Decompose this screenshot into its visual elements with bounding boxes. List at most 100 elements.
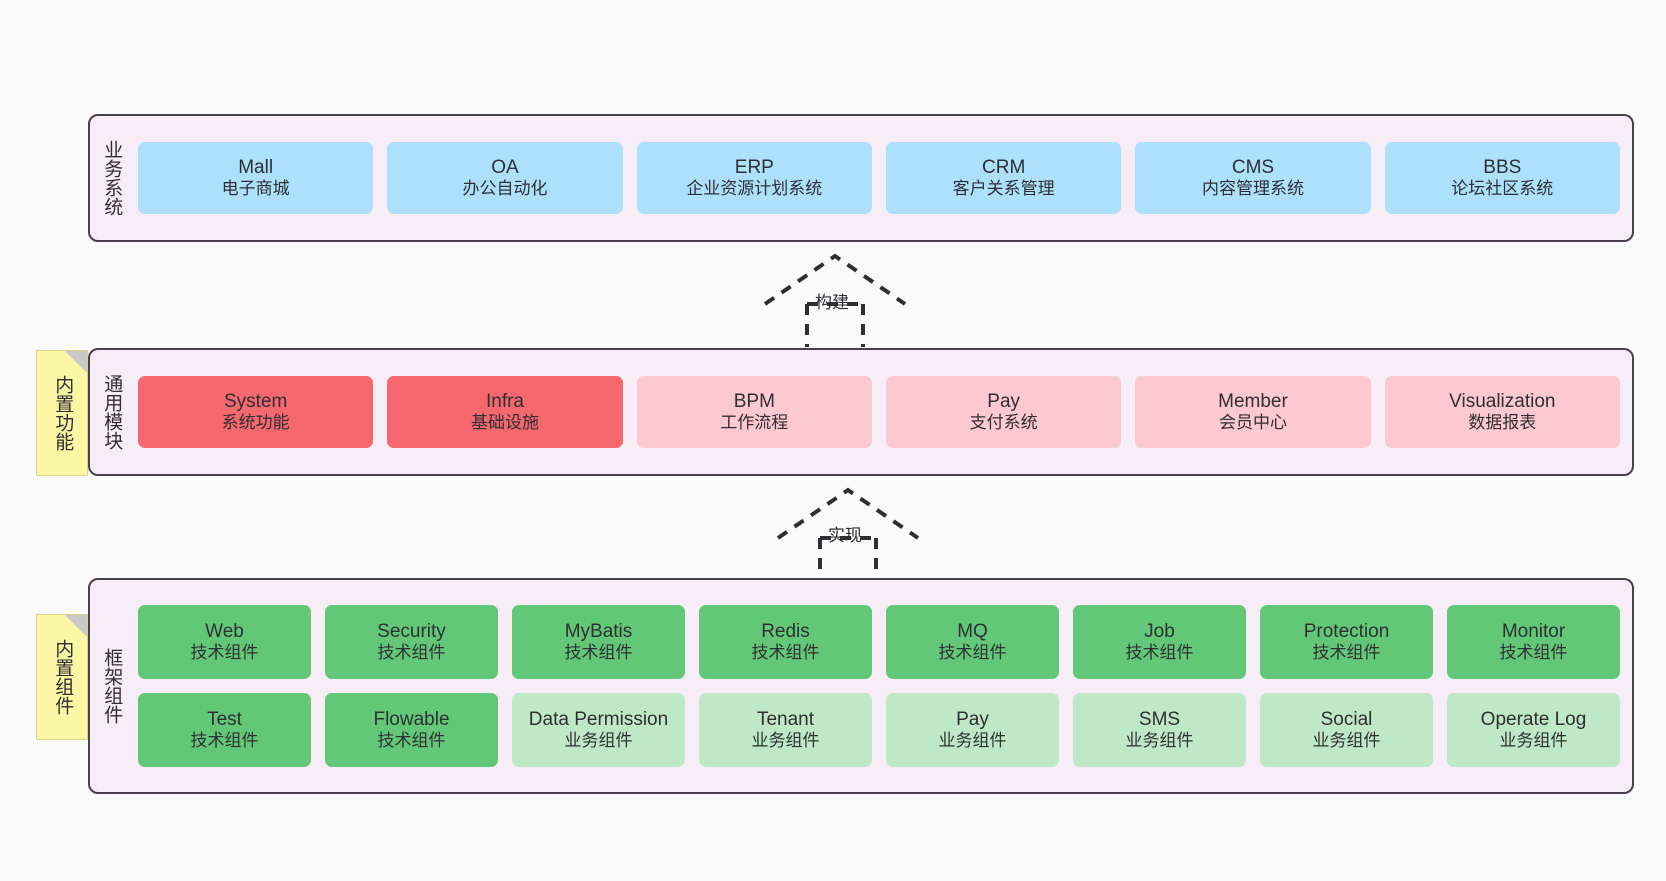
note-fold-icon — [65, 615, 87, 637]
layer-common-module-caption: 通用模块 — [101, 374, 123, 450]
common-card-row: System 系统功能 Infra 基础设施 BPM 工作流程 Pay 支付系统… — [138, 376, 1620, 448]
card-system-title: System — [223, 390, 288, 412]
card-tenant-subtitle: 业务组件 — [751, 731, 820, 751]
card-oa[interactable]: OA 办公自动化 — [387, 142, 623, 214]
card-job-subtitle: 技术组件 — [1125, 643, 1194, 663]
card-infra[interactable]: Infra 基础设施 — [387, 376, 623, 448]
card-visualization-title: Visualization — [1449, 390, 1556, 412]
arrow-build — [763, 253, 907, 347]
card-erp-subtitle: 企业资源计划系统 — [686, 179, 823, 199]
note-built-in-components[interactable]: 内置组件 — [36, 614, 88, 740]
card-monitor[interactable]: Monitor 技术组件 — [1447, 605, 1620, 679]
card-operate-log-title: Operate Log — [1480, 708, 1587, 730]
card-cms[interactable]: CMS 内容管理系统 — [1135, 142, 1371, 214]
card-oa-subtitle: 办公自动化 — [462, 179, 548, 199]
layer-business-system[interactable]: 业务系统 Mall 电子商城 OA 办公自动化 ERP 企业资源计划系统 CRM — [88, 114, 1634, 242]
card-cms-subtitle: 内容管理系统 — [1201, 179, 1304, 199]
card-flowable-subtitle: 技术组件 — [377, 731, 446, 751]
card-test[interactable]: Test 技术组件 — [138, 693, 311, 767]
card-mall[interactable]: Mall 电子商城 — [138, 142, 374, 214]
card-crm-title: CRM — [982, 156, 1026, 178]
card-data-permission-title: Data Permission — [528, 708, 669, 730]
card-erp[interactable]: ERP 企业资源计划系统 — [636, 142, 872, 214]
card-tenant-title: Tenant — [756, 708, 815, 730]
card-monitor-title: Monitor — [1501, 620, 1566, 642]
card-security-title: Security — [377, 620, 446, 642]
card-web-title: Web — [205, 620, 244, 642]
card-pay-component-subtitle: 业务组件 — [938, 731, 1007, 751]
card-redis-subtitle: 技术组件 — [751, 643, 820, 663]
card-monitor-subtitle: 技术组件 — [1499, 643, 1568, 663]
card-mybatis[interactable]: MyBatis 技术组件 — [512, 605, 685, 679]
card-operate-log-subtitle: 业务组件 — [1499, 731, 1568, 751]
arrow-implement-label: 实现 — [828, 526, 862, 545]
card-protection-title: Protection — [1303, 620, 1390, 642]
note-built-in-functions[interactable]: 内置功能 — [36, 350, 88, 476]
note-built-in-components-text: 内置组件 — [52, 639, 74, 715]
card-pay-component-title: Pay — [956, 708, 989, 730]
card-sms-title: SMS — [1138, 708, 1181, 730]
card-test-title: Test — [207, 708, 242, 730]
card-visualization[interactable]: Visualization 数据报表 — [1384, 376, 1620, 448]
card-member-subtitle: 会员中心 — [1218, 413, 1287, 433]
card-sms-subtitle: 业务组件 — [1125, 731, 1194, 751]
framework-card-row-biz: Test 技术组件 Flowable 技术组件 Data Permission … — [138, 693, 1620, 767]
card-mybatis-title: MyBatis — [564, 620, 633, 642]
card-protection-subtitle: 技术组件 — [1312, 643, 1381, 663]
card-data-permission[interactable]: Data Permission 业务组件 — [512, 693, 685, 767]
card-protection[interactable]: Protection 技术组件 — [1260, 605, 1433, 679]
card-redis-title: Redis — [761, 620, 810, 642]
card-member-title: Member — [1218, 390, 1288, 412]
card-security-subtitle: 技术组件 — [377, 643, 446, 663]
card-system-subtitle: 系统功能 — [221, 413, 290, 433]
card-bbs-subtitle: 论坛社区系统 — [1451, 179, 1554, 199]
card-mq-subtitle: 技术组件 — [938, 643, 1007, 663]
card-system[interactable]: System 系统功能 — [138, 376, 374, 448]
layer-framework-component-caption: 框架组件 — [101, 648, 123, 724]
card-redis[interactable]: Redis 技术组件 — [699, 605, 872, 679]
card-cms-title: CMS — [1231, 156, 1275, 178]
card-web-subtitle: 技术组件 — [190, 643, 259, 663]
card-infra-title: Infra — [485, 390, 524, 412]
card-bbs-title: BBS — [1483, 156, 1522, 178]
card-mall-subtitle: 电子商城 — [221, 179, 290, 199]
card-flowable-title: Flowable — [373, 708, 450, 730]
framework-card-row-tech: Web 技术组件 Security 技术组件 MyBatis 技术组件 Redi… — [138, 605, 1620, 679]
card-pay-component[interactable]: Pay 业务组件 — [886, 693, 1059, 767]
card-pay-module[interactable]: Pay 支付系统 — [885, 376, 1122, 448]
card-tenant[interactable]: Tenant 业务组件 — [699, 693, 872, 767]
card-bbs[interactable]: BBS 论坛社区系统 — [1384, 142, 1620, 214]
card-security[interactable]: Security 技术组件 — [325, 605, 498, 679]
note-built-in-functions-text: 内置功能 — [52, 375, 74, 451]
card-crm[interactable]: CRM 客户关系管理 — [885, 142, 1122, 214]
card-data-permission-subtitle: 业务组件 — [564, 731, 633, 751]
card-operate-log[interactable]: Operate Log 业务组件 — [1447, 693, 1620, 767]
layer-business-system-body: Mall 电子商城 OA 办公自动化 ERP 企业资源计划系统 CRM 客户关系… — [132, 116, 1632, 240]
card-social[interactable]: Social 业务组件 — [1260, 693, 1433, 767]
layer-framework-component-body: Web 技术组件 Security 技术组件 MyBatis 技术组件 Redi… — [132, 580, 1632, 792]
card-social-title: Social — [1320, 708, 1373, 730]
card-job[interactable]: Job 技术组件 — [1073, 605, 1246, 679]
card-mybatis-subtitle: 技术组件 — [564, 643, 633, 663]
card-test-subtitle: 技术组件 — [190, 731, 259, 751]
layer-common-module[interactable]: 通用模块 System 系统功能 Infra 基础设施 BPM 工作流程 Pay — [88, 348, 1634, 476]
card-oa-title: OA — [491, 156, 519, 178]
card-pay-module-title: Pay — [987, 390, 1021, 412]
layer-framework-component[interactable]: 框架组件 Web 技术组件 Security 技术组件 MyBatis 技术组件… — [88, 578, 1634, 794]
card-crm-subtitle: 客户关系管理 — [952, 179, 1055, 199]
card-mall-title: Mall — [238, 156, 274, 178]
layer-common-module-body: System 系统功能 Infra 基础设施 BPM 工作流程 Pay 支付系统… — [132, 350, 1632, 474]
card-bpm[interactable]: BPM 工作流程 — [636, 376, 872, 448]
card-infra-subtitle: 基础设施 — [470, 413, 539, 433]
card-mq-title: MQ — [957, 620, 988, 642]
card-member[interactable]: Member 会员中心 — [1135, 376, 1371, 448]
card-erp-title: ERP — [734, 156, 774, 178]
card-mq[interactable]: MQ 技术组件 — [886, 605, 1059, 679]
business-card-row: Mall 电子商城 OA 办公自动化 ERP 企业资源计划系统 CRM 客户关系… — [138, 142, 1620, 214]
card-sms[interactable]: SMS 业务组件 — [1073, 693, 1246, 767]
arrow-build-label: 构建 — [815, 293, 849, 312]
card-flowable[interactable]: Flowable 技术组件 — [325, 693, 498, 767]
card-web[interactable]: Web 技术组件 — [138, 605, 311, 679]
layer-business-system-caption: 业务系统 — [101, 140, 123, 216]
